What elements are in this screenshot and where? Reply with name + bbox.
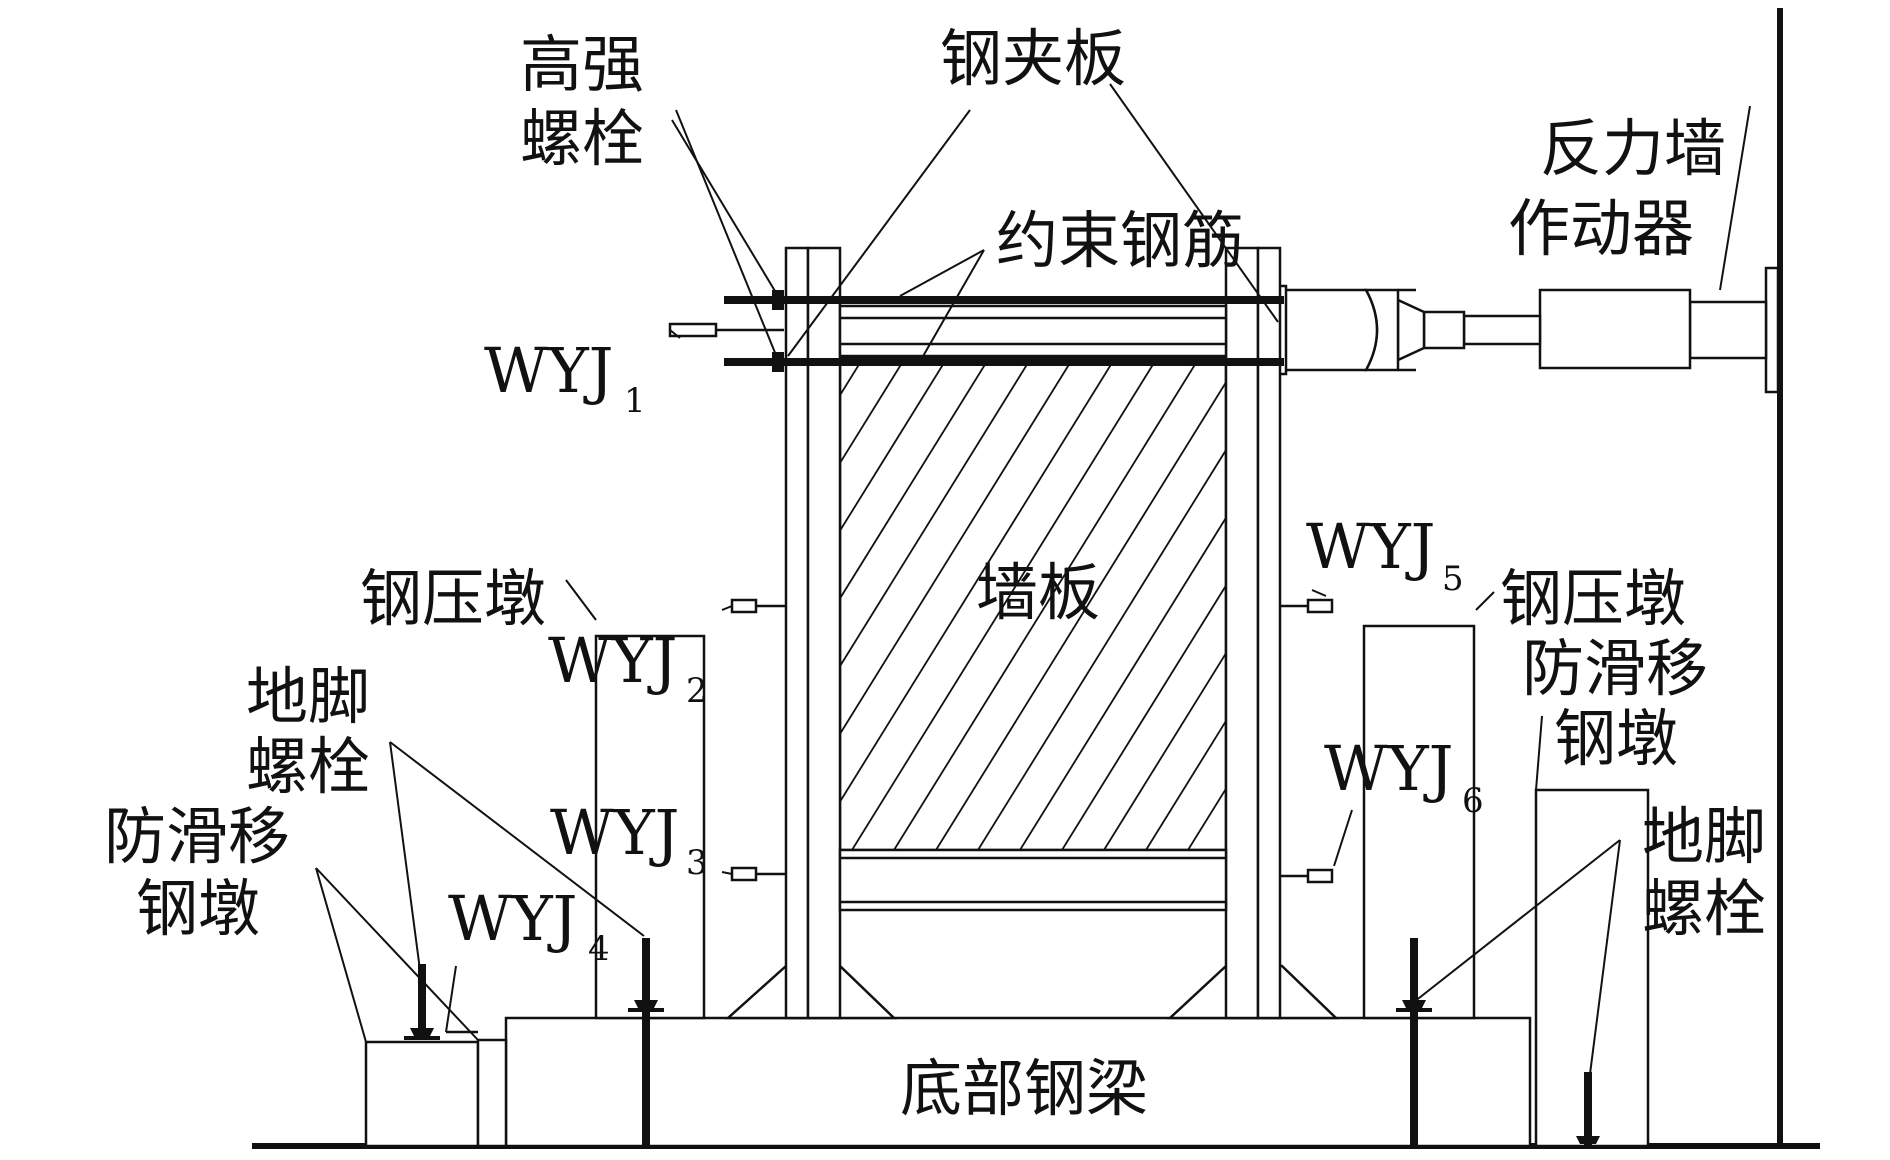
svg-text:WYJ: WYJ — [448, 882, 578, 955]
leader-lines — [315, 83, 1751, 1075]
label-anchor-bolt-left-line1: 地脚 — [246, 660, 370, 733]
frame-column-left-inner — [806, 246, 842, 1020]
anchor-bolt-right-1 — [1396, 938, 1432, 1146]
hs-bolt-nut-bottom — [772, 352, 784, 372]
sensor-label-wyj4: WYJ 4 — [448, 882, 610, 969]
label-anti-slip-right-line2: 钢墩 — [1554, 702, 1678, 775]
anti-slip-pier-left-plate — [476, 1038, 508, 1148]
svg-text:WYJ: WYJ — [1306, 510, 1436, 583]
frame-top-beam — [838, 304, 1228, 358]
label-clamp-plate: 钢夹板 — [940, 22, 1126, 95]
label-anchor-bolt-left-line2: 螺栓 — [246, 730, 370, 803]
anchor-bolt-right-2 — [1576, 1072, 1600, 1146]
svg-text:3: 3 — [686, 843, 708, 883]
label-anti-slip-left-line1: 防滑移 — [104, 800, 290, 873]
svg-text:WYJ: WYJ — [484, 334, 614, 407]
steel-press-pier-right — [1362, 624, 1476, 1020]
sensor-wyj2-symbol — [730, 598, 786, 614]
anchor-bolt-left-2 — [628, 938, 664, 1146]
svg-text:1: 1 — [624, 381, 646, 421]
label-anchor-bolt-right-line2: 螺栓 — [1642, 872, 1766, 945]
anchor-bolt-left-1 — [404, 964, 440, 1040]
hatch-line — [840, 358, 1032, 668]
sensor-label-wyj1: WYJ 1 — [484, 334, 646, 421]
label-anti-slip-left-line2: 钢墩 — [136, 872, 260, 945]
anti-slip-pier-left — [364, 1040, 480, 1148]
label-anchor-bolt-right-line1: 地脚 — [1642, 800, 1766, 873]
label-hs-bolt-line1: 高强 — [520, 28, 644, 101]
hatch-line — [1019, 516, 1226, 850]
label-restraint-rebar: 约束钢筋 — [996, 204, 1244, 277]
frame-bottom-beam — [838, 848, 1228, 912]
label-reaction-wall-line2: 作动器 — [1508, 192, 1694, 265]
hatch-line — [1145, 719, 1226, 850]
svg-text:6: 6 — [1462, 781, 1484, 821]
sensor-label-wyj6: WYJ 6 — [1324, 732, 1484, 821]
hatch-line — [1103, 651, 1226, 850]
hatch-line — [840, 358, 906, 465]
hatch-line — [1061, 583, 1226, 850]
sensor-label-wyj2: WYJ 2 — [548, 624, 708, 711]
svg-text:4: 4 — [588, 929, 610, 969]
bottom-steel-beam — [504, 1016, 1532, 1148]
hatch-line — [840, 358, 948, 533]
sensor-wyj1-symbol — [668, 322, 784, 338]
label-anti-slip-right-line1: 防滑移 — [1522, 632, 1708, 705]
svg-text:WYJ: WYJ — [550, 796, 680, 869]
svg-text:2: 2 — [686, 671, 708, 711]
wall-mount-plate — [1764, 266, 1780, 394]
label-bottom-beam: 底部钢梁 — [900, 1052, 1148, 1125]
frame-column-right-outer — [1256, 246, 1282, 1020]
svg-text:5: 5 — [1442, 559, 1464, 599]
label-hs-bolt-line2: 螺栓 — [520, 102, 644, 175]
actuator — [1274, 284, 1768, 376]
hatch-line — [935, 380, 1226, 850]
hatch-line — [893, 358, 1200, 850]
sensor-label-wyj3: WYJ 3 — [550, 796, 708, 883]
label-steel-pier-left: 钢压墩 — [360, 562, 546, 635]
hatch-line — [977, 448, 1226, 850]
svg-text:WYJ: WYJ — [548, 624, 678, 697]
sensor-wyj5-symbol — [1280, 598, 1334, 614]
sensor-wyj3-symbol — [730, 866, 786, 882]
hatch-line — [840, 358, 990, 601]
label-steel-pier-right: 钢压墩 — [1500, 562, 1686, 635]
sensor-wyj6-symbol — [1280, 868, 1334, 884]
label-reaction-wall-line1: 反力墙 — [1540, 112, 1726, 185]
hatch-line — [851, 358, 1158, 850]
hs-bolt-nut-top — [772, 290, 784, 310]
label-wall-panel: 墙板 — [976, 556, 1100, 629]
hatch-line — [840, 358, 1116, 804]
hatch-line — [840, 358, 1074, 736]
svg-text:WYJ: WYJ — [1324, 732, 1454, 805]
sensor-label-wyj5: WYJ 5 — [1306, 510, 1464, 599]
